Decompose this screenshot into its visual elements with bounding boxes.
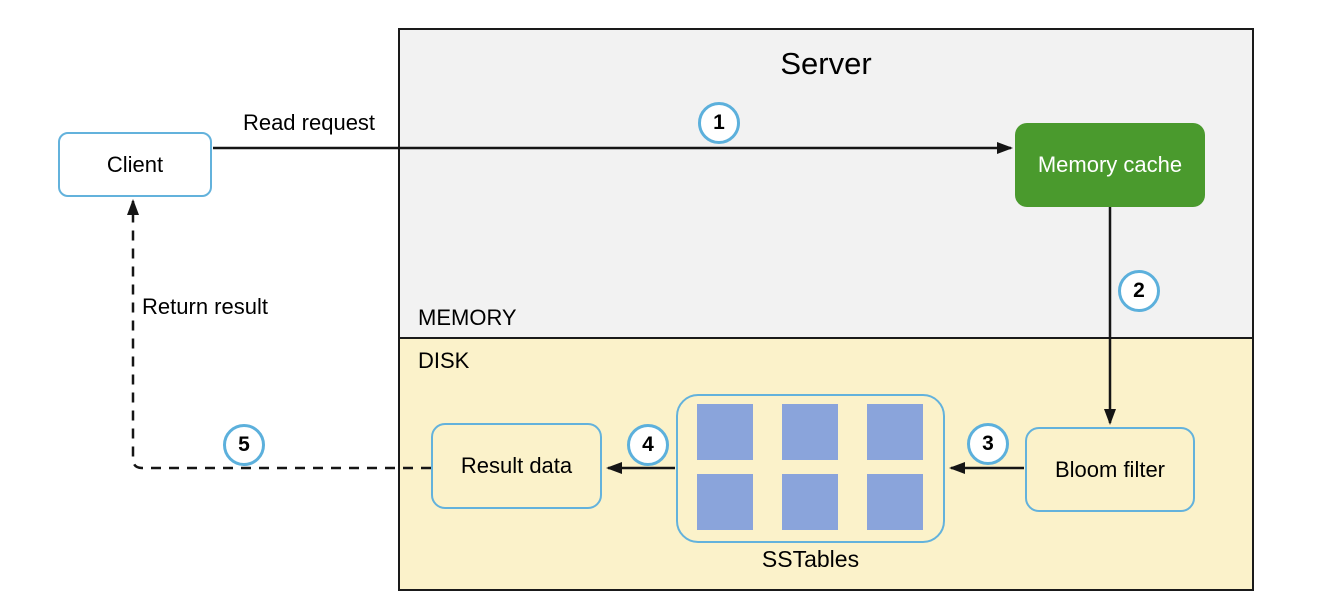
sstable-square <box>697 474 753 530</box>
memory-cache-node: Memory cache <box>1015 123 1205 207</box>
memory-region-label: MEMORY <box>418 305 517 330</box>
sstable-square <box>867 404 923 460</box>
client-node: Client <box>58 132 212 197</box>
sstable-square <box>782 404 838 460</box>
server-title: Server <box>780 46 872 81</box>
result-data-node: Result data <box>431 423 602 509</box>
sstable-square <box>697 404 753 460</box>
bloom-filter-node: Bloom filter <box>1025 427 1195 512</box>
step-badge-3: 3 <box>967 423 1009 465</box>
sstables-label: SSTables <box>761 546 860 572</box>
memory-cache-node-label: Memory cache <box>1037 152 1183 177</box>
edge-return-result-arrow <box>127 199 431 470</box>
read-request-edge-label: Read request <box>242 110 376 135</box>
sstable-square <box>782 474 838 530</box>
disk-region-label: DISK <box>418 348 470 373</box>
step-badge-2: 2 <box>1118 270 1160 312</box>
step-badge-5: 5 <box>223 424 265 466</box>
bloom-filter-node-label: Bloom filter <box>1054 456 1166 482</box>
sstables-node <box>676 394 945 543</box>
sstable-square <box>867 474 923 530</box>
result-data-node-label: Result data <box>460 453 573 478</box>
return-result-edge-label: Return result <box>142 294 268 319</box>
step-badge-4: 4 <box>627 424 669 466</box>
step-badge-1: 1 <box>698 102 740 144</box>
client-node-label: Client <box>106 151 164 177</box>
